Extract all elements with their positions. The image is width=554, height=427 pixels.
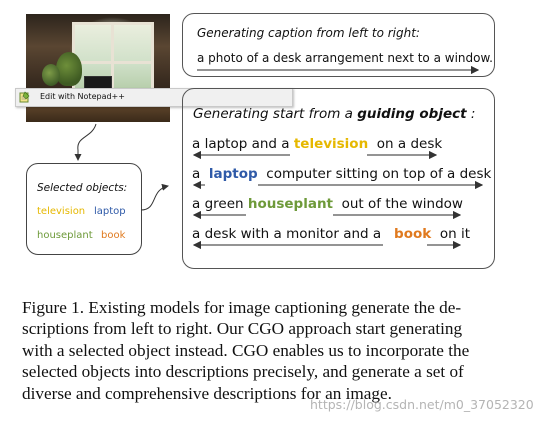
photo-to-objects-arrow — [74, 123, 97, 161]
left-to-right-box: Generating caption from left to right: a… — [182, 13, 495, 77]
selected-objects-box: Selected objects: television laptop hous… — [26, 163, 142, 255]
caption-row-television: a laptop and a television on a desk — [192, 136, 442, 152]
object-book: book — [101, 230, 126, 241]
guiding-object-box: Generating start from a guiding object :… — [182, 88, 495, 269]
row-text-before: a green — [192, 196, 248, 212]
row-text-after: out of the window — [341, 196, 463, 212]
figure-caption: Figure 1. Existing models for image capt… — [22, 297, 532, 404]
left-to-right-caption: a photo of a desk arrangement next to a … — [197, 51, 493, 65]
edit-with-notepad-menu-item[interactable]: Edit with Notepad++ — [40, 92, 125, 101]
row-text-after: on it — [439, 226, 470, 242]
notepad-plus-plus-icon — [19, 91, 30, 103]
caption-row-houseplant: a green houseplant out of the window — [192, 196, 463, 212]
object-television: television — [37, 206, 86, 217]
objects-to-guiding-arrow — [140, 183, 169, 211]
row-text-after: computer sitting on top of a desk — [266, 166, 492, 182]
caption-line: selected objects into descriptions preci… — [22, 362, 464, 382]
row-text-after: on a desk — [376, 136, 443, 152]
row-text-before: a desk with a monitor and a — [192, 226, 386, 242]
context-menu: Edit with Notepad++ — [15, 88, 293, 107]
caption-row-book: a desk with a monitor and a book on it — [192, 226, 470, 242]
row-object: book — [394, 226, 432, 242]
caption-line: Figure 1. Existing models for image capt… — [22, 298, 462, 317]
caption-row-laptop: a laptop computer sitting on top of a de… — [192, 166, 491, 182]
caption-line: scriptions from left to right. Our CGO a… — [22, 319, 463, 339]
houseplant-in-photo — [56, 52, 82, 86]
selected-objects-title: Selected objects: — [37, 182, 128, 194]
watermark: https://blog.csdn.net/m0_37052320 — [310, 397, 534, 412]
row-object: houseplant — [247, 196, 334, 212]
guiding-object-title: Generating start from a guiding object : — [193, 106, 476, 122]
left-to-right-title: Generating caption from left to right: — [197, 26, 420, 40]
row-text-before: a — [192, 166, 205, 182]
object-laptop: laptop — [94, 206, 126, 217]
row-text-before: a laptop and a — [192, 136, 294, 152]
caption-line: with a selected object instead. CGO enab… — [22, 340, 470, 360]
caption-line: diverse and comprehensive descriptions f… — [22, 383, 392, 403]
row-object: laptop — [208, 166, 258, 182]
object-houseplant: houseplant — [37, 230, 93, 241]
row-object: television — [293, 136, 369, 152]
